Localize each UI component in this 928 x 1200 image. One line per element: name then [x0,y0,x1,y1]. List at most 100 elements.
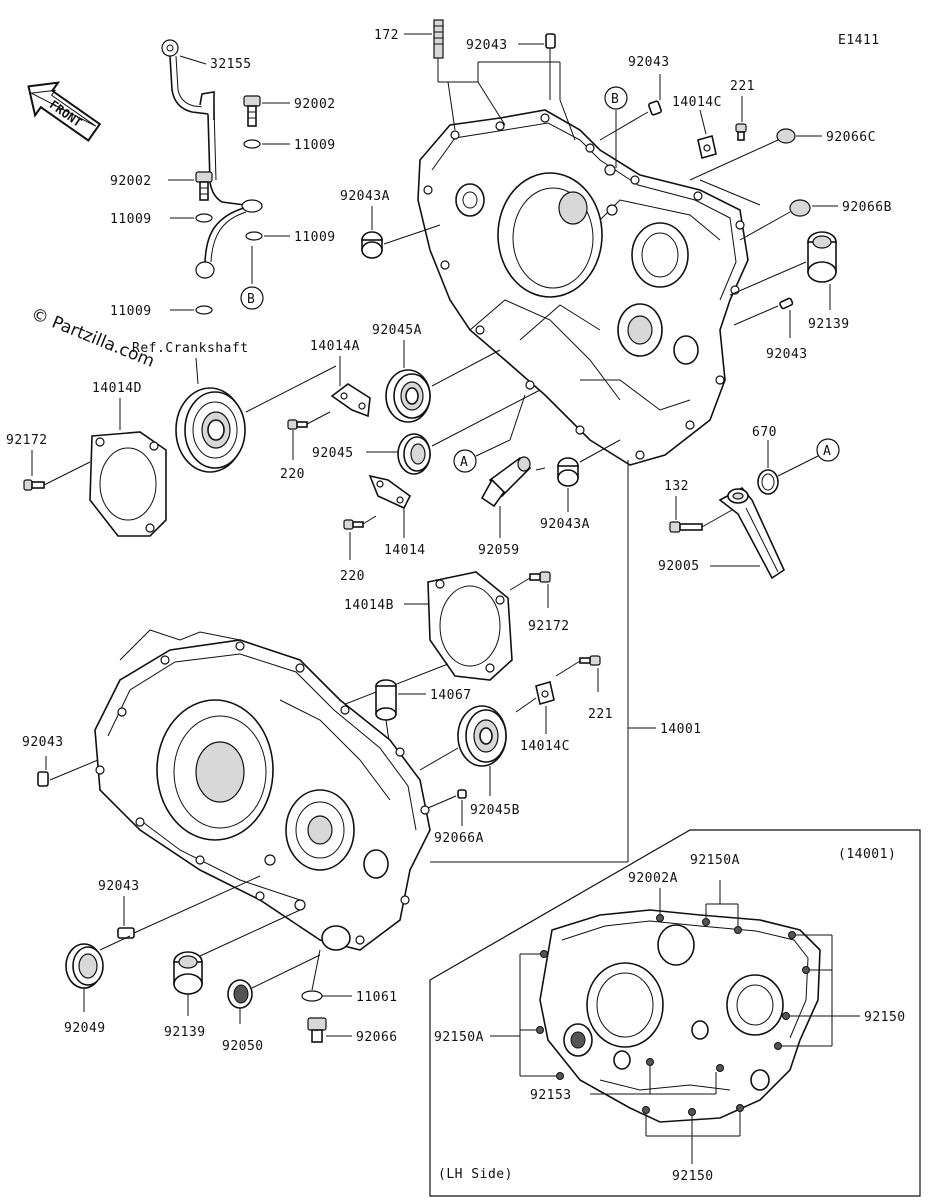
plate-14014b [427,571,513,681]
dowel-92043-left [37,771,49,787]
label-14014b: 14014B [344,598,394,613]
callout-b-bottom-text: B [247,292,255,307]
label-92066b: 92066B [842,200,892,215]
inset-lh-side: (14001) (LH Side) 92002A 92150A [429,829,921,1197]
screw-92172-mid [529,571,551,583]
bolt-92002-b [195,171,213,201]
washer-11009-a [243,139,261,149]
inset-side-label: (LH Side) [438,1167,513,1182]
label-92045b: 92045B [470,803,520,818]
label-11009-d: 11009 [110,304,152,319]
inset-label-92150-right: 92150 [864,1010,906,1025]
callout-b-bottom [240,286,264,310]
inset-label-92150a-left: 92150A [434,1030,484,1045]
inset-label-92150a-top: 92150A [690,853,740,868]
label-92043-left: 92043 [22,735,64,750]
sleeve-14067 [375,679,397,721]
inset-label-92153: 92153 [530,1088,572,1103]
label-14014c-top: 14014C [672,95,722,110]
label-92066c: 92066C [826,130,876,145]
label-220-a: 220 [280,467,305,482]
label-11061: 11061 [356,990,398,1005]
bolt-132 [669,521,703,533]
plug-92066 [307,1017,327,1043]
bolt-92002-a [243,95,261,127]
inset-title: (14001) [838,847,896,862]
callout-a-right [816,438,840,462]
sleeve-92043a-top [361,231,383,259]
label-172: 172 [374,28,399,43]
oring-670 [757,469,779,495]
label-92002-b: 92002 [110,174,152,189]
callout-a-left-text: A [460,455,468,470]
washer-11061 [301,990,323,1002]
label-92043a-b: 92043A [540,517,590,532]
bushing-92139-right [807,231,837,283]
nozzle-92059 [480,456,532,508]
bolt-221-top [735,123,747,141]
plate-14014d [89,431,167,537]
label-92005: 92005 [658,559,700,574]
label-14014c-mid: 14014C [520,739,570,754]
label-92139-right: 92139 [808,317,850,332]
callout-a-right-text: A [823,444,831,459]
sleeve-92043a-b [557,457,579,487]
bearing-92045a [385,369,431,423]
plate-14014 [368,474,412,510]
dowel-92043-mid [779,297,794,310]
callout-b-top-text: B [611,92,619,107]
label-221-mid: 221 [588,707,613,722]
label-92049: 92049 [64,1021,106,1036]
washer-11009-b [195,213,213,223]
label-11009-c: 11009 [294,230,336,245]
label-92066: 92066 [356,1030,398,1045]
label-92043-right: 92043 [628,55,670,70]
dowel-92043-right [648,100,662,116]
label-14067: 14067 [430,688,472,703]
label-221-top: 221 [730,79,755,94]
screw-220-a [287,419,308,430]
label-14014: 14014 [384,543,426,558]
label-92043a-top: 92043A [340,189,390,204]
callout-b-top [604,86,628,110]
ref-crankshaft-label: Ref.Crankshaft [132,341,249,356]
pin-92043-low [117,927,135,939]
dowel-92043-top [545,33,556,49]
label-92045a: 92045A [372,323,422,338]
label-92066a: 92066A [434,831,484,846]
label-92172-mid: 92172 [528,619,570,634]
label-670: 670 [752,425,777,440]
label-92059: 92059 [478,543,520,558]
label-92043-top: 92043 [466,38,508,53]
plug-92066b [789,199,811,217]
washer-11009-c [245,231,263,241]
label-92172-left: 92172 [6,433,48,448]
front-arrow-icon: FRONT [27,81,102,142]
label-14001: 14001 [660,722,702,737]
plate-14014a [330,383,371,418]
label-14014a: 14014A [310,339,360,354]
seal-92049 [65,943,104,989]
plug-92066c [776,128,796,144]
label-11009-a: 11009 [294,138,336,153]
bushing-92139-low [173,951,203,995]
label-92043-low: 92043 [98,879,140,894]
diagram-code: E1411 [838,33,880,48]
washer-11009-d [195,305,213,315]
label-92045: 92045 [312,446,354,461]
left-crankcase-half [94,629,431,951]
stud-172 [433,19,444,59]
label-92002-a: 92002 [294,97,336,112]
label-32155: 32155 [210,57,252,72]
crankshaft-oil-seal [175,387,246,473]
bearing-92045b [457,705,507,767]
oil-pipe-assembly [161,39,263,279]
seal-92050 [227,979,253,1009]
inset-label-92002a: 92002A [628,871,678,886]
screw-92172-left [23,479,45,491]
label-11009-b: 11009 [110,212,152,227]
label-14014d: 14014D [92,381,142,396]
plug-92066a [457,789,467,799]
label-92043-mid: 92043 [766,347,808,362]
